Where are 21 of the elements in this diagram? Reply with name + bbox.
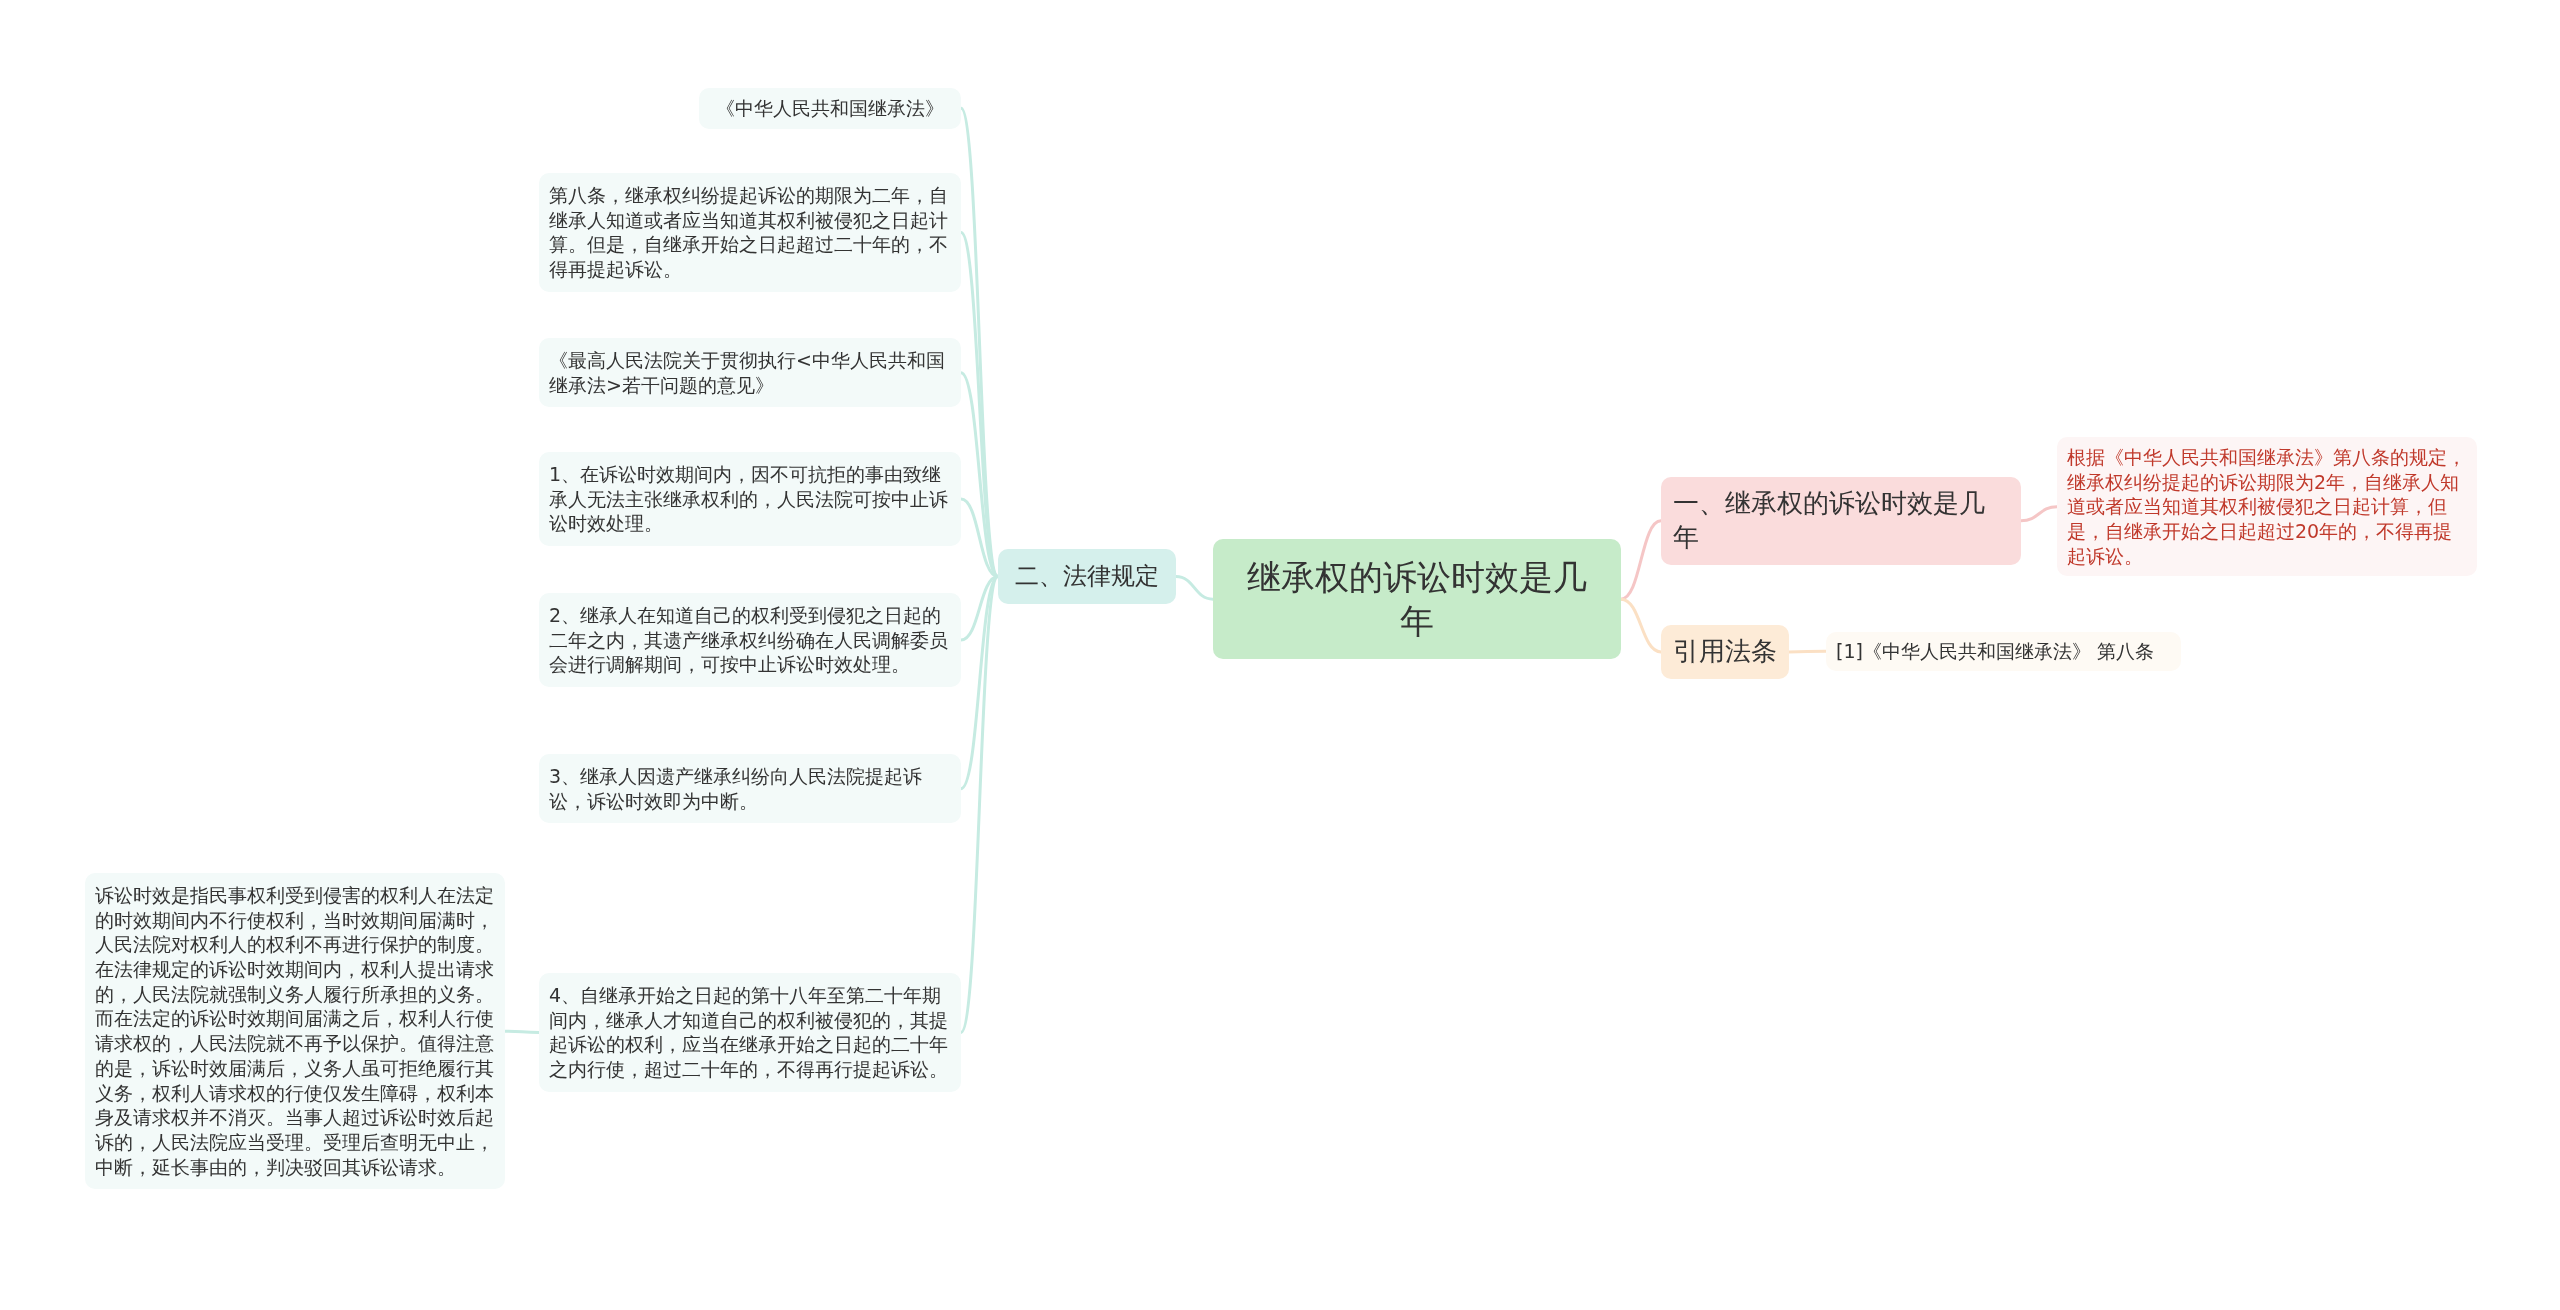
connector-line	[2020, 505, 2058, 523]
connector-line	[505, 1029, 539, 1034]
note-box: 根据《中华人民共和国继承法》第八条的规定，继承权纠纷提起的诉讼期限为2年，自继承人知道或者应当知道其权利被侵犯之日起计算，但是，自继承开始之日起超过20年的，不得再提起诉讼。	[2057, 437, 2477, 577]
leaf-text-box: 3、继承人因遗产继承纠纷向人民法院提起诉讼，诉讼时效即为中断。	[539, 754, 961, 824]
citation-box: [1]《中华人民共和国继承法》 第八条	[1826, 632, 2181, 671]
branch-topic-box: 二、法律规定	[998, 549, 1176, 605]
leaf-text-box: 《最高人民法院关于贯彻执行<中华人民共和国继承法>若干问题的意见》	[539, 338, 961, 408]
central-topic-box: 继承权的诉讼时效是几年	[1213, 539, 1621, 660]
leaf-text-box: 诉讼时效是指民事权利受到侵害的权利人在法定的时效期间内不行使权利，当时效期间届满时，人民法院对权利人的权利不再进行保护的制度。在法律规定的诉讼时效期间内，权利人提出请求的，人民法院就强制义务人履行所承担的义务。而在法定的诉讼时效期间届满之后，权利人行使请求权的，人民法院就不再予以保护。值得注意的是，诉讼时效届满后，义务人虽可拒绝履行其义务，权利人请求权的行使仅发生障碍，权利本身及请求权并不消灭。当事人超过诉讼时效后起诉的，人民法院应当受理。受理后查明无中止，中断，延长事由的，判决驳回其诉讼请求。	[85, 873, 505, 1190]
branch-topic-box: 引用法条	[1661, 625, 1789, 679]
connector-line	[1620, 597, 1662, 654]
branch-topic-box: 一、继承权的诉讼时效是几年	[1661, 477, 2021, 565]
leaf-text-box: 第八条，继承权纠纷提起诉讼的期限为二年，自继承人知道或者应当知道其权利被侵犯之日起计算。但是，自继承开始之日起超过二十年的，不得再提起诉讼。	[539, 173, 961, 292]
connector-line	[1620, 519, 1662, 601]
connector-line	[1789, 649, 1826, 654]
connector-line	[1175, 575, 1214, 601]
leaf-text-box: 4、自继承开始之日起的第十八年至第二十年期间内，继承人才知道自己的权利被侵犯的，其提起诉讼的权利，应当在继承开始之日起的二十年之内行使，超过二十年的，不得再行提起诉讼。	[539, 973, 961, 1092]
connector-line	[959, 575, 1000, 1033]
leaf-text-box: 《中华人民共和国继承法》	[699, 88, 961, 129]
leaf-text-box: 2、继承人在知道自己的权利受到侵犯之日起的二年之内，其遗产继承权纠纷确在人民调解委员会进行调解期间，可按中止诉讼时效处理。	[539, 593, 961, 688]
leaf-text-box: 1、在诉讼时效期间内，因不可抗拒的事由致继承人无法主张继承权利的，人民法院可按中止诉讼时效处理。	[539, 452, 961, 547]
